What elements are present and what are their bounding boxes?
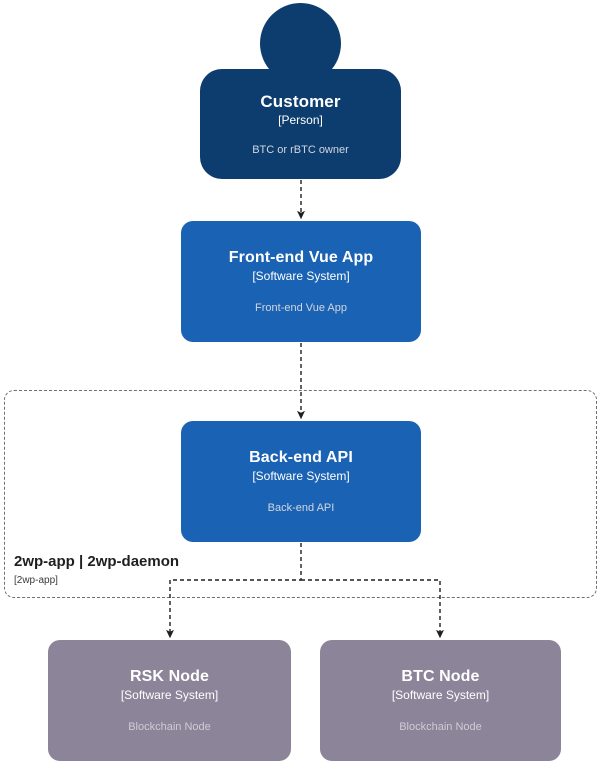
boundary-title: 2wp-app | 2wp-daemon <box>14 553 180 570</box>
node-rsk-type: [Software System] <box>120 688 219 703</box>
boundary-2wp-app-label: 2wp-app | 2wp-daemon [2wp-app] <box>14 553 179 587</box>
node-frontend-type: [Software System] <box>252 269 350 284</box>
node-rsk-node[interactable]: RSK Node [Software System] Blockchain No… <box>48 640 291 761</box>
node-backend-type: [Software System] <box>252 469 350 484</box>
person-body: Customer [Person] BTC or rBTC owner <box>200 69 401 179</box>
node-btc-description: Blockchain Node <box>399 720 482 733</box>
node-frontend-title: Front-end Vue App <box>228 249 374 267</box>
node-rsk-description: Blockchain Node <box>128 720 211 733</box>
boundary-type: [2wp-app] <box>14 574 58 586</box>
node-btc-title: BTC Node <box>401 668 480 686</box>
node-customer-type: [Person] <box>278 113 323 128</box>
node-rsk-title: RSK Node <box>129 668 210 686</box>
node-btc-node[interactable]: BTC Node [Software System] Blockchain No… <box>320 640 561 761</box>
node-backend-title: Back-end API <box>249 449 353 467</box>
node-backend-api[interactable]: Back-end API [Software System] Back-end … <box>181 421 421 542</box>
node-frontend-description: Front-end Vue App <box>255 301 347 314</box>
node-customer[interactable]: Customer [Person] BTC or rBTC owner <box>200 3 401 179</box>
node-customer-title: Customer <box>260 91 341 111</box>
node-frontend-vue-app[interactable]: Front-end Vue App [Software System] Fron… <box>181 221 421 342</box>
node-btc-type: [Software System] <box>391 688 490 703</box>
node-customer-description: BTC or rBTC owner <box>252 143 349 156</box>
node-backend-description: Back-end API <box>267 501 335 514</box>
